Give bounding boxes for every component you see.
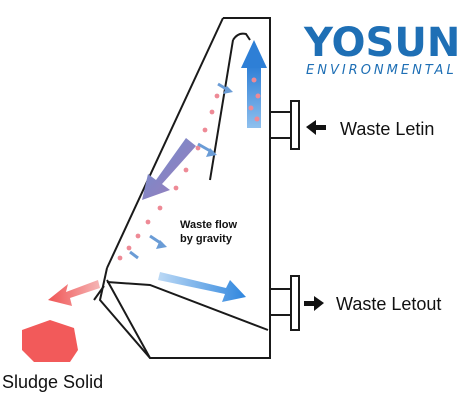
- waste-inlet-label: Waste Letin: [340, 119, 434, 139]
- sludge-discharge-arrow: [48, 280, 100, 306]
- sludge-particles: [117, 93, 220, 261]
- tank-left-wall: [106, 17, 224, 269]
- tank-right-wall: [106, 17, 271, 359]
- inlet-arrow-icon: [306, 120, 326, 135]
- tank-inner-hopper: [98, 267, 151, 359]
- sludge-solid-pile: [22, 320, 78, 362]
- small-flow-arrows: [129, 82, 233, 260]
- sludge-pointer: [93, 285, 105, 301]
- sludge-solid-label: Sludge Solid: [2, 372, 103, 392]
- upflow-arrow: [241, 40, 267, 128]
- brand-logo: YOSUN ENVIRONMENTAL: [303, 20, 460, 78]
- feed-channel-u-bend: [232, 32, 251, 41]
- feed-channel-left: [209, 39, 234, 181]
- outlet-arrow-icon: [304, 296, 324, 311]
- flow-label-line2: by gravity: [180, 233, 233, 245]
- brand-wordmark: YOSUN: [303, 20, 460, 66]
- clarified-flow-arrow: [158, 272, 246, 302]
- tank-outline: [98, 17, 271, 359]
- waste-outlet-label: Waste Letout: [336, 294, 441, 314]
- inclined-plate: [106, 281, 269, 331]
- outlet-nozzle: [269, 275, 300, 331]
- brand-tagline: ENVIRONMENTAL: [306, 63, 457, 78]
- downflow-arrow: [142, 138, 196, 200]
- flow-label-line1: Waste flow: [180, 219, 237, 231]
- inlet-nozzle: [269, 100, 300, 150]
